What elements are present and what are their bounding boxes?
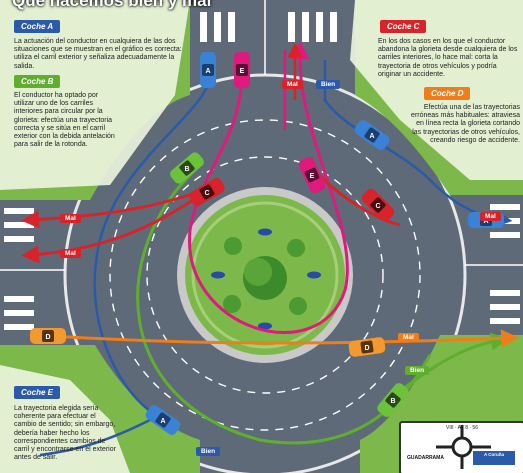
trajectory-red-exit-1 [21,188,206,229]
coche-e-text: La trayectoria elegida sería coherente p… [14,405,116,462]
label-mal-west-1: Mal [60,214,81,223]
trajectory-blue-a [93,74,212,422]
trajectory-green-exit [394,332,509,397]
tree [287,239,305,257]
crosswalk-west [4,208,34,330]
car-a-ne [354,120,390,150]
crosswalk-north [200,12,337,42]
coche-a-text: La actuación del conductor en cualquiera… [14,38,182,70]
island-path [191,201,339,349]
label-mal-west-2: Mal [60,249,81,258]
coche-e-tag: Coche E [14,386,61,399]
label-mal-north: Mal [282,80,303,89]
lamp [258,322,272,330]
trajectory-orange-d [49,329,519,348]
marker-a-1: A [205,68,210,75]
tree [224,237,242,255]
lamp [211,271,225,279]
marker-b-2: B [390,398,395,405]
marker-e-1: E [240,68,245,75]
coche-c-tag: Coche C [380,20,427,33]
coche-d-tag: Coche D [424,87,471,100]
lane-divider-outer [109,119,421,431]
page-title: Qué hacemos bien y mal [12,0,212,10]
trajectory-magenta [188,41,349,335]
lamp [307,271,321,279]
panel-left-top-overlay [0,0,190,190]
marker-d-1: D [45,334,50,341]
coche-c-text: En los dos casos en los que el conductor… [378,38,518,78]
tree [289,297,307,315]
sign-place: GUADARRAMA [407,455,444,461]
car-c-right [361,188,395,222]
sign-badge: A Coruña [473,451,515,465]
label-bien-green: Bien [405,366,430,375]
marker-b-1: B [184,166,189,173]
coche-d-text: Efectúa una de las trayectorias erróneas… [411,104,520,144]
tree-center-highlight [244,258,272,286]
car-d-mid [348,337,386,357]
coche-a-tag: Coche A [14,20,61,33]
label-mal-east: Mal [480,212,501,221]
lamp [258,228,272,236]
car-e-mid [298,156,326,194]
car-e-north [234,52,250,88]
marker-a-2: A [369,133,374,140]
marker-a-4: A [160,418,165,425]
car-b [170,152,204,184]
trajectory-blue-a2 [323,60,513,227]
marker-c-1: C [204,190,209,197]
car-c-left [189,177,225,207]
marker-d-2: D [364,345,369,352]
marker-a-3: A [483,218,488,225]
tree [223,295,241,313]
road-sign: VIII · A · 8 · 56 GUADARRAMA A Coruña [399,421,523,473]
car-b-se [377,383,409,417]
marker-e-2: E [310,173,315,180]
lane-divider-inner [146,156,384,394]
coche-b-text: El conductor ha optado por utilizar uno … [14,92,115,149]
label-mal-orange: Mal [398,333,419,342]
car-a-sw [145,405,181,435]
car-a-north [200,52,216,88]
coche-b-tag: Coche B [14,75,61,88]
label-bien-south: Bien [196,447,221,456]
trajectory-red-exit-2 [21,193,201,264]
label-bien-north: Bien [316,80,341,89]
car-d-west [30,328,66,344]
roundabout-sign-icon [436,425,491,469]
trajectory-blue-exit [39,418,151,457]
marker-c-2: C [375,203,380,210]
